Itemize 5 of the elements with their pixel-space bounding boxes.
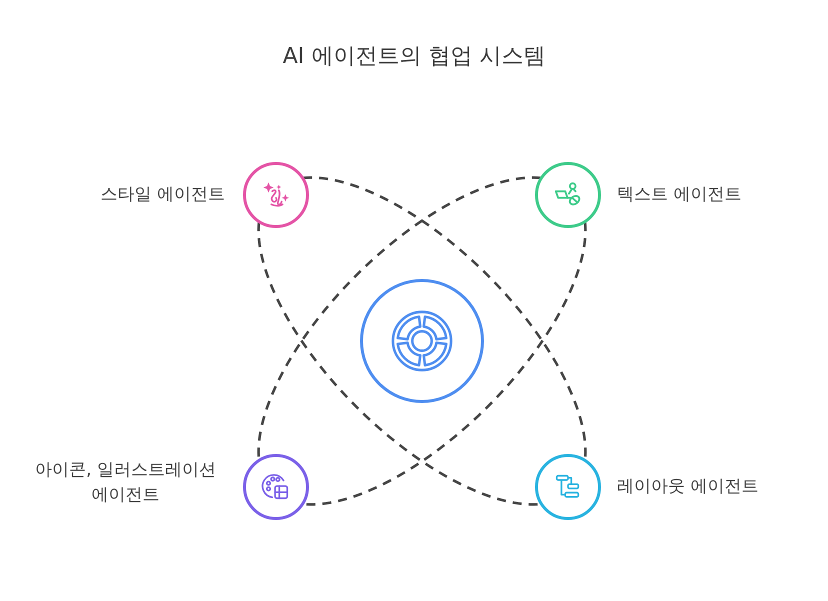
title: AI 에이전트의 협업 시스템 [282, 43, 546, 71]
agent-label: 아이콘, 일러스트레이션 에이전트 [34, 459, 217, 507]
agent-label: 스타일 에이전트 [100, 184, 225, 206]
agent-label: 레이아웃 에이전트 [617, 476, 758, 498]
agent-label: 텍스트 에이전트 [617, 184, 742, 206]
